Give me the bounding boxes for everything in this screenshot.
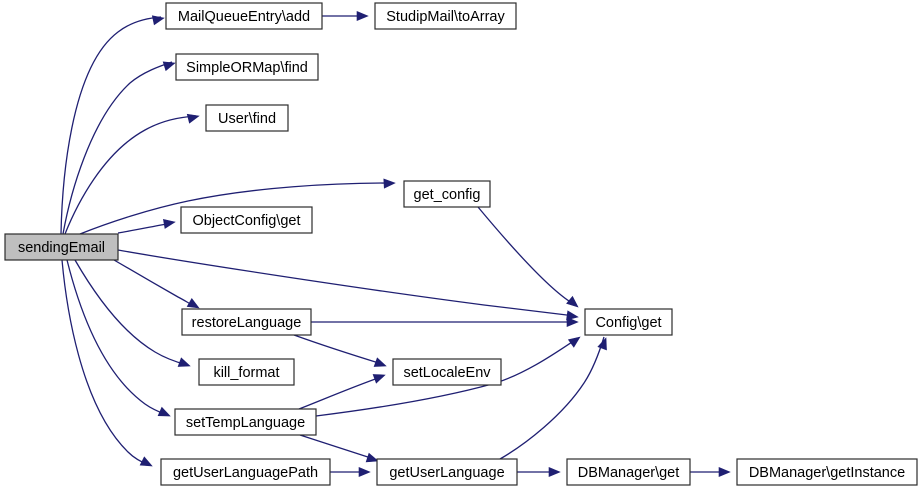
- node-dbManagerGet[interactable]: DBManager\get: [566, 458, 691, 486]
- arrowhead-setTempLanguage-configGet: [567, 336, 581, 348]
- node-setLocaleEnv[interactable]: setLocaleEnv: [392, 358, 502, 386]
- arrowhead-setTempLanguage-setLocaleEnv: [372, 374, 386, 384]
- arrowhead-setTempLanguage-getUserLanguage: [365, 452, 379, 463]
- arrowhead-restoreLanguage-configGet: [566, 316, 579, 328]
- node-box-simpleORMapFind[interactable]: [175, 53, 319, 81]
- node-configGet[interactable]: Config\get: [584, 308, 673, 336]
- node-dbManagerGetInstance[interactable]: DBManager\getInstance: [736, 458, 918, 486]
- node-restoreLanguage[interactable]: restoreLanguage: [181, 308, 312, 336]
- arrowhead-getUserLanguage-dbManagerGet: [548, 466, 561, 478]
- node-label-sendingEmail: sendingEmail: [18, 240, 105, 256]
- edge-restoreLanguage-to-setLocaleEnv: [293, 334, 383, 365]
- edge-sendingEmail-to-objectConfigGet: [117, 222, 173, 234]
- node-getUserLanguagePath[interactable]: getUserLanguagePath: [160, 458, 331, 486]
- arrowhead-sendingEmail-simpleORMapFind: [162, 61, 176, 72]
- node-userFind[interactable]: User\find: [205, 104, 289, 132]
- node-objectConfigGet[interactable]: ObjectConfig\get: [180, 206, 313, 234]
- arrowhead-getUserLanguage-configGet: [597, 337, 607, 351]
- node-box-restoreLanguage[interactable]: [181, 308, 312, 336]
- node-box-getUserLanguage[interactable]: [376, 458, 518, 486]
- arrowhead-sendingEmail-getConfig: [383, 178, 396, 189]
- node-box-userFind[interactable]: [205, 104, 289, 132]
- node-box-configGet[interactable]: [584, 308, 673, 336]
- edge-sendingEmail-to-restoreLanguage: [113, 259, 197, 308]
- node-box-getConfig[interactable]: [403, 180, 491, 208]
- node-box-setLocaleEnv[interactable]: [392, 358, 502, 386]
- node-label-getUserLanguagePath: getUserLanguagePath: [173, 465, 318, 481]
- node-label-dbManagerGetInstance: DBManager\getInstance: [749, 465, 905, 481]
- edge-setTempLanguage-to-getUserLanguage: [299, 434, 375, 460]
- arrowhead-sendingEmail-mailQueueEntryAdd: [151, 15, 165, 26]
- arrowhead-sendingEmail-getUserLanguagePath: [139, 456, 153, 467]
- arrowhead-sendingEmail-userFind: [186, 113, 200, 124]
- node-getUserLanguage[interactable]: getUserLanguage: [376, 458, 518, 486]
- arrowhead-restoreLanguage-setLocaleEnv: [373, 357, 387, 367]
- node-setTempLanguage[interactable]: setTempLanguage: [174, 408, 317, 436]
- node-box-studipMailToArray[interactable]: [374, 2, 517, 30]
- node-label-setLocaleEnv: setLocaleEnv: [403, 365, 491, 381]
- node-box-setTempLanguage[interactable]: [174, 408, 317, 436]
- node-label-mailQueueEntryAdd: MailQueueEntry\add: [178, 9, 310, 25]
- arrowhead-sendingEmail-killFormat: [177, 357, 191, 367]
- node-label-objectConfigGet: ObjectConfig\get: [192, 213, 300, 229]
- arrowhead-getConfig-configGet: [566, 295, 579, 308]
- node-box-mailQueueEntryAdd[interactable]: [165, 2, 323, 30]
- arrowhead-sendingEmail-setTempLanguage: [157, 406, 171, 417]
- edge-sendingEmail-to-configGet: [117, 249, 576, 317]
- edge-sendingEmail-to-getUserLanguagePath: [61, 259, 150, 466]
- node-simpleORMapFind[interactable]: SimpleORMap\find: [175, 53, 319, 81]
- node-sendingEmail[interactable]: sendingEmail: [4, 233, 119, 261]
- node-box-dbManagerGetInstance[interactable]: [736, 458, 918, 486]
- edge-sendingEmail-to-getConfig: [79, 182, 393, 235]
- node-label-getConfig: get_config: [414, 187, 481, 203]
- node-label-simpleORMapFind: SimpleORMap\find: [186, 60, 308, 76]
- arrowhead-getUserLanguagePath-getUserLanguage: [358, 466, 371, 478]
- node-box-killFormat[interactable]: [198, 358, 295, 386]
- arrowhead-sendingEmail-restoreLanguage: [186, 297, 200, 309]
- edge-setTempLanguage-to-configGet: [315, 339, 576, 417]
- edge-getConfig-to-configGet: [477, 206, 573, 304]
- edges-layer: [60, 15, 726, 473]
- node-box-getUserLanguagePath[interactable]: [160, 458, 331, 486]
- node-label-setTempLanguage: setTempLanguage: [186, 415, 305, 431]
- node-studipMailToArray[interactable]: StudipMail\toArray: [374, 2, 517, 30]
- arrowhead-sendingEmail-objectConfigGet: [162, 218, 176, 229]
- arrowhead-sendingEmail-configGet: [566, 310, 579, 321]
- arrowhead-dbManagerGet-dbManagerGetInstance: [718, 466, 731, 478]
- nodes-layer: sendingEmail MailQueueEntry\add StudipMail…: [4, 2, 918, 486]
- arrowheads-layer: [139, 10, 731, 478]
- node-label-userFind: User\find: [218, 111, 276, 127]
- edge-setTempLanguage-to-setLocaleEnv: [298, 376, 382, 410]
- edge-sendingEmail-to-simpleORMapFind: [62, 61, 173, 235]
- node-box-objectConfigGet[interactable]: [180, 206, 313, 234]
- node-label-killFormat: kill_format: [213, 365, 279, 381]
- edge-sendingEmail-to-mailQueueEntryAdd: [60, 16, 162, 235]
- node-getConfig[interactable]: get_config: [403, 180, 491, 208]
- edge-getUserLanguage-to-configGet: [499, 336, 605, 460]
- edge-sendingEmail-to-setTempLanguage: [66, 259, 168, 416]
- node-box-sendingEmail[interactable]: [4, 233, 119, 261]
- node-killFormat[interactable]: kill_format: [198, 358, 295, 386]
- edge-sendingEmail-to-userFind: [64, 115, 197, 235]
- arrowhead-mailQueueEntryAdd-studipMailToArray: [356, 10, 369, 22]
- node-label-dbManagerGet: DBManager\get: [578, 465, 680, 481]
- node-mailQueueEntryAdd[interactable]: MailQueueEntry\add: [165, 2, 323, 30]
- node-label-getUserLanguage: getUserLanguage: [389, 465, 504, 481]
- edge-sendingEmail-to-killFormat: [74, 259, 188, 366]
- node-box-dbManagerGet[interactable]: [566, 458, 691, 486]
- node-label-configGet: Config\get: [595, 315, 661, 331]
- node-label-studipMailToArray: StudipMail\toArray: [386, 9, 505, 25]
- node-label-restoreLanguage: restoreLanguage: [192, 315, 302, 331]
